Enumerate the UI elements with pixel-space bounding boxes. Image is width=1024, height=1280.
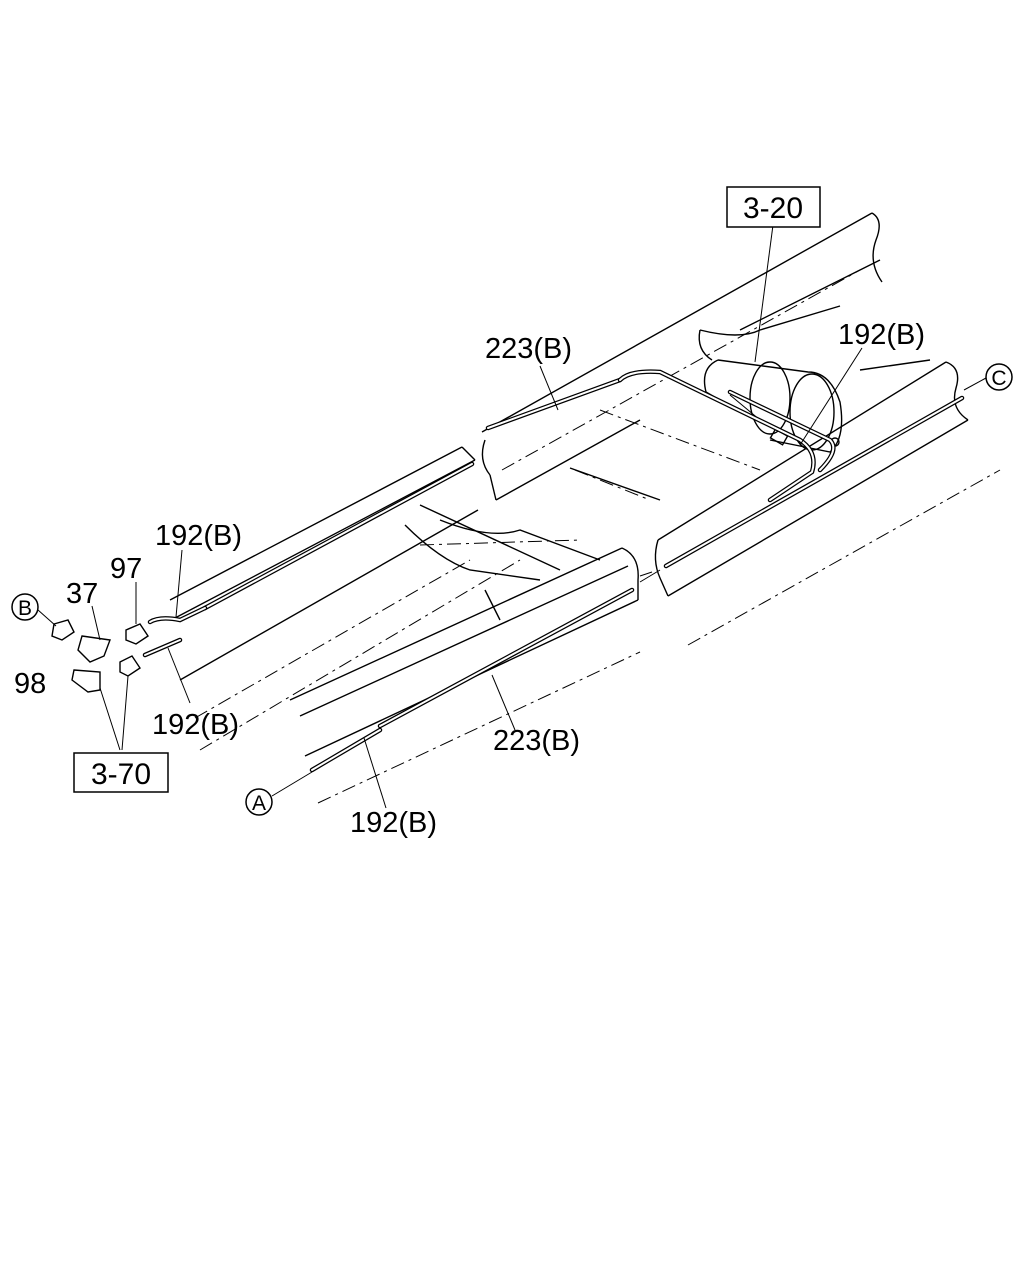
label-192b-bottom: 192(B) (350, 807, 437, 839)
label-223b-bottom: 223(B) (493, 725, 580, 757)
pipe-loop (617, 369, 836, 503)
cross-member (569, 305, 931, 501)
label-192b-left-top: 192(B) (155, 520, 242, 552)
connector-a: A (245, 788, 273, 816)
label-98: 98 (14, 668, 46, 700)
ref-label-3-70: 3-70 (91, 758, 151, 791)
left-upper-frame-rail (169, 446, 521, 751)
left-lower-frame-rail (289, 547, 653, 804)
connector-c-label: C (991, 367, 1006, 390)
ref-box-3-70: 3-70 (73, 752, 169, 793)
label-192b-right: 192(B) (838, 319, 925, 351)
connector-a-label: A (252, 792, 266, 815)
label-97: 97 (110, 553, 142, 585)
connector-b: B (11, 593, 39, 621)
label-37: 37 (66, 578, 98, 610)
label-223b-top: 223(B) (485, 333, 572, 365)
lower-right-frame-rail (639, 361, 1001, 646)
leader-lines (37, 224, 987, 809)
ref-box-3-20: 3-20 (726, 186, 821, 228)
connector-c: C (985, 363, 1013, 391)
label-192b-left-bottom: 192(B) (152, 709, 239, 741)
ref-label-3-20: 3-20 (743, 192, 803, 225)
upper-frame-rail (481, 212, 883, 501)
connector-b-label: B (18, 597, 32, 620)
center-cross-frame (404, 504, 601, 621)
fittings (51, 605, 208, 693)
